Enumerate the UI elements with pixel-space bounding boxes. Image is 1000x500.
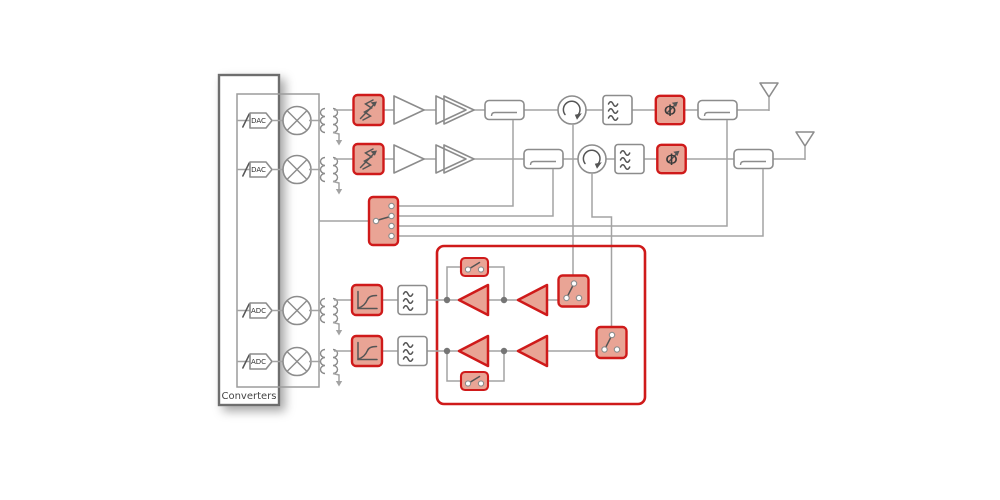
rx-chain-2 [345, 325, 628, 392]
rx1-amplifier1 [457, 283, 490, 317]
tx2-phase-shifter: Φ [656, 143, 687, 175]
rx2-limiter [350, 334, 384, 368]
tx1-circulator-icon [557, 95, 587, 125]
mixer-icon [282, 105, 312, 136]
converter-row-dac1: DAC [237, 105, 346, 147]
tx-chain-2: Φ [345, 131, 815, 176]
tx2-coupler-icon [523, 148, 564, 170]
junction-dot [443, 296, 451, 304]
balun-icon [308, 107, 346, 147]
sp4t-throw2-dot [388, 212, 395, 220]
rx2-filter-icon [397, 335, 428, 367]
tx2-filter-icon [614, 143, 645, 175]
rx2-amplifier2 [516, 334, 549, 368]
tx1-coupler-icon [484, 99, 525, 121]
tx1-driver-amp-stage2-icon [443, 95, 475, 125]
sp4t-throw1-dot [388, 202, 395, 210]
tx1-filter-icon [602, 94, 633, 126]
tx2-variable-attenuator [352, 142, 385, 176]
ant2-coupler-icon [733, 148, 774, 170]
cal-wire-tx1-tap [398, 120, 514, 207]
dac1-label: DAC [251, 117, 266, 125]
mixer-icon [282, 154, 312, 185]
junction-dot [500, 347, 508, 355]
rx-gain-section [345, 244, 647, 406]
phase-shifter-label: Φ [664, 101, 677, 120]
antenna1-icon [759, 82, 779, 112]
junction-dot [443, 347, 451, 355]
mixer-icon [282, 346, 312, 377]
converters-label: Converters [221, 391, 276, 402]
rx2-bypass-switch [459, 370, 490, 392]
converters-box [217, 73, 281, 407]
rx-gain-block-highlight [435, 244, 647, 406]
tx2-amplifier-icon [393, 144, 425, 174]
cal-wire-tx2-tap [398, 169, 554, 217]
adc2-label: ADC [251, 358, 266, 366]
adc1-label: ADC [251, 307, 266, 315]
rx2-amplifier1 [457, 334, 490, 368]
rx1-bypass-loop [446, 266, 505, 300]
rx1-limiter [350, 283, 384, 317]
tx-chain-1: Φ [345, 82, 779, 127]
rx-chain-1 [345, 256, 590, 317]
converter-row-adc1: ADC [237, 295, 346, 337]
balun-icon [308, 156, 346, 196]
ant1-coupler-icon [697, 99, 738, 121]
rx1-filter-icon [397, 284, 428, 316]
tx2-driver-amp-stage1-icon [435, 144, 467, 174]
converter-row-dac2: DAC [237, 154, 346, 196]
balun-icon [308, 297, 346, 337]
cal-wire-ant2-tap [398, 169, 764, 237]
tx1-phase-shifter: Φ [654, 94, 686, 126]
rx1-spdt-switch [557, 274, 590, 308]
tx1-variable-attenuator [352, 93, 385, 127]
balun-icon [308, 348, 346, 388]
mixer-icon [282, 295, 312, 326]
antenna2-icon [795, 131, 815, 161]
rx1-bypass-switch [459, 256, 490, 278]
junction-dot [500, 296, 508, 304]
converters-section: Converters DAC DAC ADC [217, 73, 346, 407]
cal-wire-ant1-tap [398, 120, 728, 227]
calibration-network [319, 120, 764, 327]
tx1-driver-amp-stage1-icon [435, 95, 467, 125]
tx2-driver-amp-stage2-icon [443, 144, 475, 174]
sp4t-throw4-dot [388, 232, 395, 240]
phase-shifter-label: Φ [665, 150, 678, 169]
sp4t-throw3-dot [388, 222, 395, 230]
sp4t-cal-switch [367, 195, 400, 247]
converter-row-adc2: ADC [237, 346, 346, 388]
tx1-amplifier-icon [393, 95, 425, 125]
transceiver-box [236, 93, 320, 388]
sp4t-pole-dot [372, 217, 380, 225]
tx2-circulator-icon [577, 144, 607, 174]
circ2-to-spdt2-wire [591, 172, 613, 327]
rx2-bypass-loop [446, 351, 505, 382]
rx2-spdt-switch [595, 325, 628, 360]
dac2-label: DAC [251, 166, 266, 174]
rx1-amplifier2 [516, 283, 549, 317]
